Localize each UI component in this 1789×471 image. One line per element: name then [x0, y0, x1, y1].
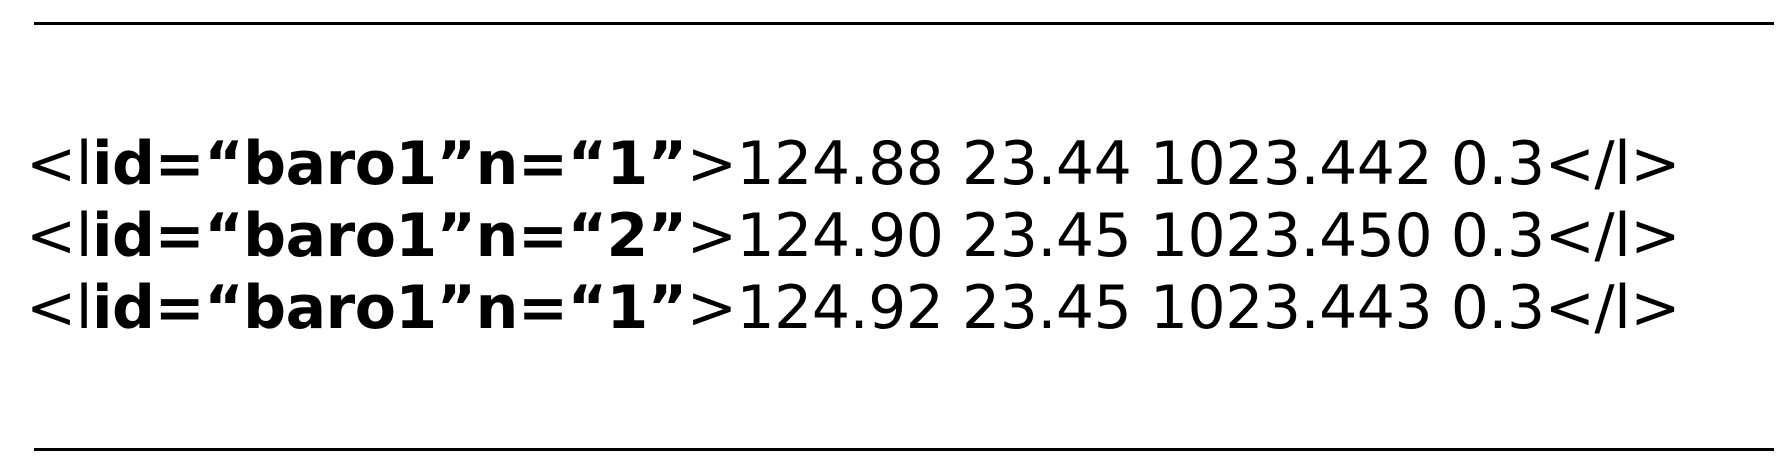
id-attribute: id=“baro1”	[91, 129, 476, 199]
close-bracket: >	[686, 273, 737, 343]
id-attribute: id=“baro1”	[91, 201, 476, 271]
open-bracket: <	[26, 201, 76, 271]
id-attribute: id=“baro1”	[91, 273, 476, 343]
tag-name: l	[75, 129, 93, 199]
tag-name: l	[75, 201, 93, 271]
closing-tag: </l>	[1544, 129, 1681, 199]
values: 124.90 23.45 1023.450 0.3	[736, 201, 1546, 271]
open-bracket: <	[26, 273, 76, 343]
top-rule	[34, 22, 1774, 25]
values: 124.92 23.45 1023.443 0.3	[736, 273, 1546, 343]
closing-tag: </l>	[1544, 201, 1681, 271]
close-bracket: >	[686, 129, 737, 199]
n-attribute: n=“2”	[475, 201, 688, 271]
values: 124.88 23.44 1023.442 0.3	[736, 129, 1546, 199]
close-bracket: >	[686, 201, 737, 271]
open-bracket: <	[26, 129, 76, 199]
markup-line-2: <lid=“baro1”n=“2”>124.90 23.45 1023.450 …	[26, 200, 1776, 272]
markup-line-1: <lid=“baro1”n=“1”>124.88 23.44 1023.442 …	[26, 128, 1776, 200]
n-attribute: n=“1”	[475, 129, 688, 199]
bottom-rule	[34, 448, 1774, 451]
markup-block: <lid=“baro1”n=“1”>124.88 23.44 1023.442 …	[26, 128, 1776, 344]
tag-name: l	[75, 273, 93, 343]
closing-tag: </l>	[1544, 273, 1681, 343]
n-attribute: n=“1”	[475, 273, 688, 343]
markup-line-3: <lid=“baro1”n=“1”>124.92 23.45 1023.443 …	[26, 272, 1776, 344]
